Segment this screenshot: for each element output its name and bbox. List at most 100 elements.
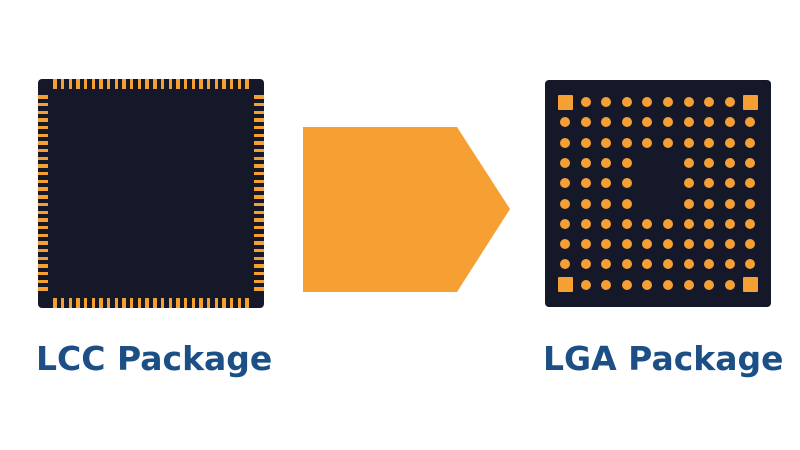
lcc-pin-left <box>38 210 48 214</box>
lga-pad <box>621 259 632 270</box>
lcc-pin-bottom <box>222 298 226 308</box>
lcc-pin-top <box>183 79 188 89</box>
lcc-pin-right <box>254 118 264 122</box>
lga-pad <box>704 239 715 250</box>
lcc-pin-bottom <box>130 298 134 308</box>
lcc-pin-right <box>254 264 264 268</box>
lcc-pin-top <box>122 79 126 89</box>
lga-corner-pad <box>557 94 573 110</box>
lcc-pin-left <box>38 164 48 168</box>
lcc-pin-bottom <box>76 298 80 308</box>
lcc-pin-top <box>137 79 142 89</box>
lga-pad <box>745 117 756 128</box>
lcc-pin-left <box>38 149 48 153</box>
lga-pad <box>745 218 756 229</box>
lga-pad <box>642 239 653 250</box>
lcc-pin-bottom <box>245 298 249 308</box>
lcc-pin-bottom <box>206 298 211 308</box>
lga-pad <box>683 117 694 128</box>
lcc-pin-top <box>214 79 218 89</box>
lcc-package-chip <box>38 79 264 308</box>
lcc-pin-right <box>254 202 264 207</box>
lga-pad <box>621 239 632 250</box>
lga-pad <box>601 259 612 270</box>
lcc-pin-top <box>130 79 134 89</box>
lga-pad <box>663 137 673 148</box>
lga-pad <box>560 198 570 209</box>
lga-pad <box>621 198 632 209</box>
lga-pad <box>601 157 612 168</box>
lcc-pin-top <box>114 79 119 89</box>
lcc-pin-right <box>254 156 264 161</box>
lga-pad <box>704 97 715 107</box>
lga-pad <box>560 137 570 148</box>
lga-pad <box>683 97 694 107</box>
lga-pad <box>704 157 715 168</box>
lcc-pin-left <box>38 141 48 145</box>
lcc-pin-top <box>229 79 234 89</box>
lcc-pin-right <box>254 102 264 107</box>
lga-corner-pad <box>557 277 573 293</box>
lcc-pin-right <box>254 218 264 222</box>
lcc-pin-top <box>199 79 203 89</box>
lga-pad <box>724 157 735 168</box>
lga-pad <box>683 178 694 189</box>
lcc-pin-right <box>254 179 264 184</box>
lga-pad <box>745 157 756 168</box>
lga-pad <box>663 97 673 107</box>
lcc-pin-bottom <box>53 298 57 308</box>
lcc-pin-bottom <box>229 298 234 308</box>
lga-corner-pad <box>742 277 758 293</box>
lcc-pin-bottom <box>99 298 103 308</box>
lcc-pin-top <box>76 79 80 89</box>
lcc-pin-right <box>254 164 264 168</box>
lcc-pin-right <box>254 210 264 214</box>
lcc-pin-bottom <box>160 298 165 308</box>
lga-pad <box>560 218 570 229</box>
lcc-pin-left <box>38 264 48 268</box>
lcc-pin-top <box>176 79 180 89</box>
lcc-pin-left <box>38 179 48 184</box>
lga-pad <box>580 97 591 107</box>
lcc-pin-left <box>38 241 48 245</box>
lga-pad <box>724 97 735 107</box>
lga-pad <box>601 198 612 209</box>
lga-pad <box>724 239 735 250</box>
lcc-pin-left <box>38 279 48 283</box>
lcc-pin-right <box>254 95 264 99</box>
lga-pad <box>642 137 653 148</box>
lcc-pin-bottom <box>68 298 73 308</box>
lcc-pin-bottom <box>176 298 180 308</box>
lga-pad <box>601 279 612 290</box>
lcc-pin-right <box>254 149 264 153</box>
lga-pad <box>580 279 591 290</box>
lga-pad <box>621 157 632 168</box>
lcc-pin-left <box>38 225 48 230</box>
lcc-pin-right <box>254 141 264 145</box>
lga-pad <box>745 198 756 209</box>
lga-pad <box>580 198 591 209</box>
lga-pad <box>683 239 694 250</box>
lga-pad <box>621 137 632 148</box>
lga-pad <box>745 239 756 250</box>
lga-pad <box>580 117 591 128</box>
lga-pad <box>704 279 715 290</box>
lcc-pin-right <box>254 195 264 199</box>
lga-pad <box>724 198 735 209</box>
lcc-pin-left <box>38 156 48 161</box>
lcc-pin-left <box>38 110 48 115</box>
lga-pad <box>683 218 694 229</box>
lga-pad <box>724 117 735 128</box>
lga-pad <box>621 279 632 290</box>
lga-pad <box>683 279 694 290</box>
lga-package-label: LGA Package <box>543 339 784 378</box>
lcc-pin-left <box>38 102 48 107</box>
lcc-pin-left <box>38 95 48 99</box>
lcc-pin-right <box>254 279 264 283</box>
lga-pad <box>560 239 570 250</box>
lcc-pin-top <box>107 79 111 89</box>
lcc-pin-bottom <box>199 298 203 308</box>
lcc-pin-left <box>38 287 48 291</box>
lcc-pin-right <box>254 233 264 237</box>
lcc-pin-left <box>38 271 48 276</box>
